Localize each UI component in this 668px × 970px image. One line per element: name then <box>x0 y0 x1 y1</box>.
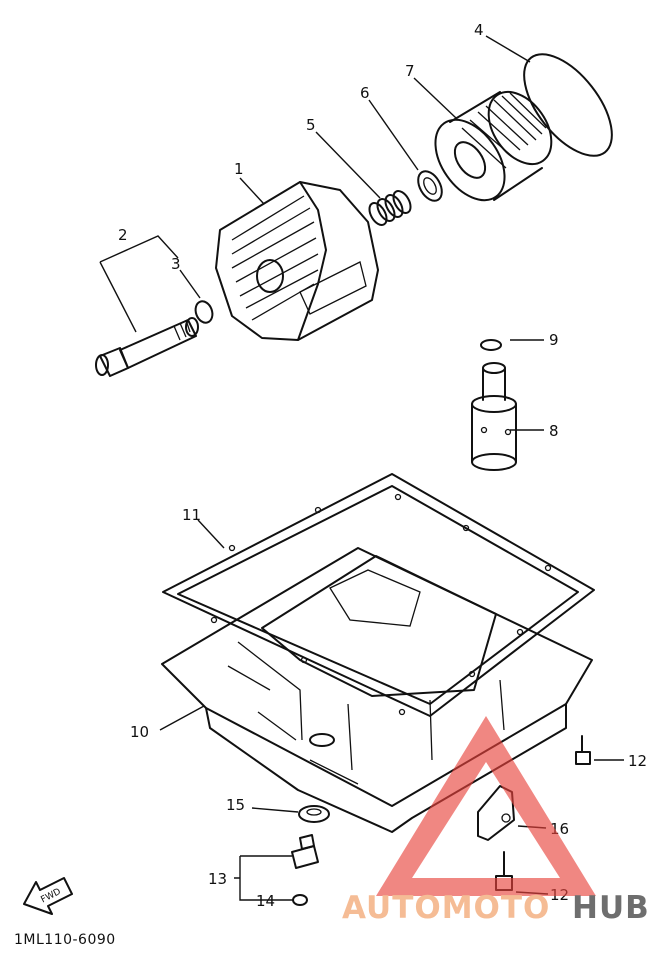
watermark-text-automoto: AUTOMOTO <box>342 890 550 926</box>
forward-arrow-label: FWD <box>39 887 62 905</box>
callout-4: 4 <box>474 21 484 39</box>
bracket-16 <box>477 785 515 841</box>
callout-2: 2 <box>118 226 128 244</box>
oil-filter-element-7 <box>434 90 553 202</box>
watermark-triangle <box>376 716 596 896</box>
filter-bolt-2 <box>95 317 199 377</box>
callout-7: 7 <box>405 62 415 80</box>
leader-lines <box>99 35 624 901</box>
washer-14 <box>292 894 308 906</box>
callout-11: 11 <box>182 506 201 524</box>
drain-bolt-13 <box>291 834 319 869</box>
callout-numbers: 1 2 3 4 5 6 7 8 9 10 11 12 12 13 14 15 1… <box>118 21 647 910</box>
o-ring-4 <box>523 53 613 157</box>
callout-15: 15 <box>226 796 245 814</box>
washer-15 <box>298 805 330 823</box>
forward-arrow: FWD <box>23 877 73 915</box>
callout-5: 5 <box>306 116 316 134</box>
oil-fitting-8 <box>471 362 517 471</box>
gasket-11 <box>162 473 595 717</box>
callout-10: 10 <box>130 723 149 741</box>
oil-pan-10 <box>161 547 593 833</box>
callout-14: 14 <box>256 892 275 910</box>
spring-5 <box>368 190 412 226</box>
o-ring-3 <box>194 300 214 324</box>
diagram-code: 1ML110-6090 <box>14 932 116 948</box>
callout-8: 8 <box>549 422 559 440</box>
oil-filter-cover-1 <box>215 181 379 341</box>
watermark-text-hub: HUB <box>572 890 650 926</box>
watermark: AUTOMOTO HUB <box>342 716 650 926</box>
callout-1: 1 <box>234 160 244 178</box>
callout-3: 3 <box>171 255 181 273</box>
o-ring-9 <box>480 339 502 351</box>
callout-13: 13 <box>208 870 227 888</box>
bolt-12-upper <box>575 735 591 765</box>
callout-6: 6 <box>360 84 370 102</box>
callout-9: 9 <box>549 331 559 349</box>
washer-6 <box>417 170 443 202</box>
callout-12-upper: 12 <box>628 752 647 770</box>
